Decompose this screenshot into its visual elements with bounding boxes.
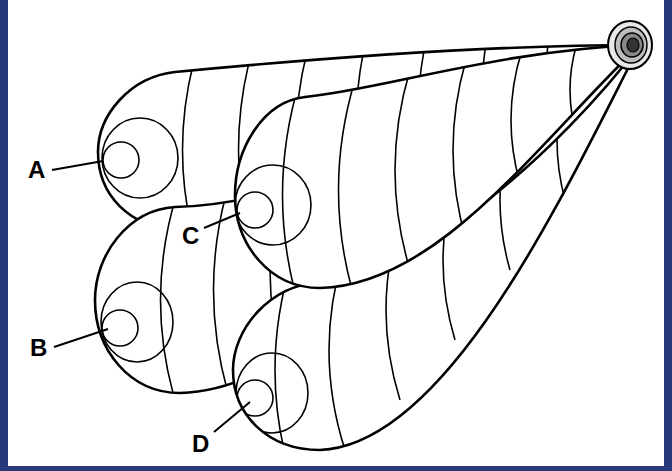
beam-lobe <box>233 45 640 471</box>
callout-letter: C <box>182 224 199 248</box>
callout-letter: A <box>28 158 45 182</box>
antenna-disc <box>608 21 652 69</box>
leader-line <box>52 161 250 432</box>
callout-letter: B <box>30 336 47 360</box>
beam-lobe <box>235 40 640 310</box>
callout-letter: D <box>192 432 209 456</box>
